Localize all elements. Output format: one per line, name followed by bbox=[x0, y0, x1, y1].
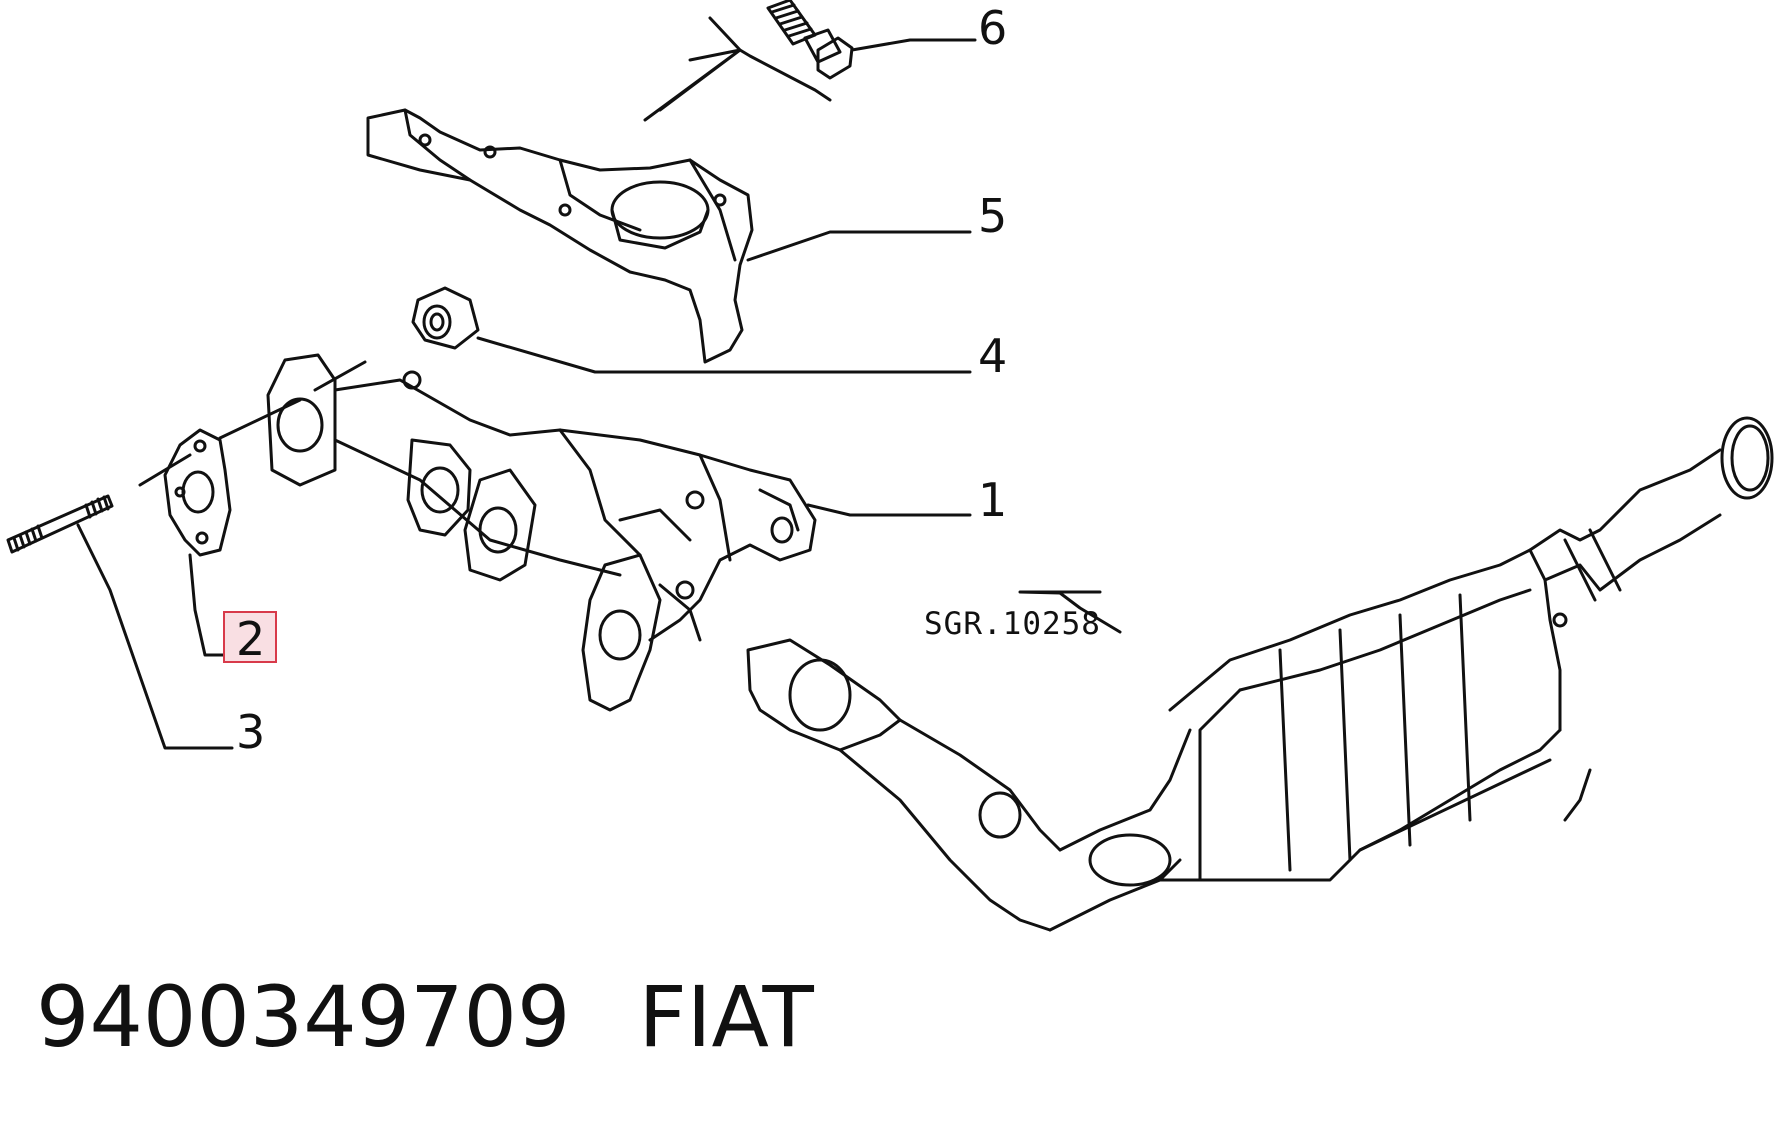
leader-line-5 bbox=[746, 230, 972, 262]
exhaust-manifold-part-1 bbox=[266, 353, 817, 712]
leader-line-6 bbox=[850, 38, 977, 52]
heat-shield-part-5 bbox=[366, 108, 754, 364]
gasket-part-2 bbox=[163, 428, 232, 557]
nut-part-4 bbox=[411, 286, 480, 350]
callout-3: 3 bbox=[236, 705, 265, 759]
bolt-part-6 bbox=[766, 0, 854, 80]
callout-6: 6 bbox=[978, 1, 1007, 55]
brand-name: FIAT bbox=[638, 968, 814, 1066]
leader-line-4 bbox=[476, 336, 972, 374]
callout-2-highlight bbox=[223, 611, 277, 663]
callout-1: 1 bbox=[978, 473, 1007, 527]
callout-4: 4 bbox=[978, 329, 1007, 383]
catalytic-converter-assembly bbox=[746, 416, 1774, 932]
callout-2: 2 bbox=[236, 612, 265, 666]
leader-line-3 bbox=[76, 523, 234, 750]
reference-label: SGR.10258 bbox=[924, 606, 1101, 642]
leader-line-sgr bbox=[1018, 590, 1122, 634]
part-number: 9400349709 bbox=[36, 968, 571, 1066]
callout-5: 5 bbox=[978, 189, 1007, 243]
leader-line-2 bbox=[188, 553, 227, 657]
stud-part-3 bbox=[6, 494, 114, 554]
leader-line-1 bbox=[806, 503, 972, 517]
